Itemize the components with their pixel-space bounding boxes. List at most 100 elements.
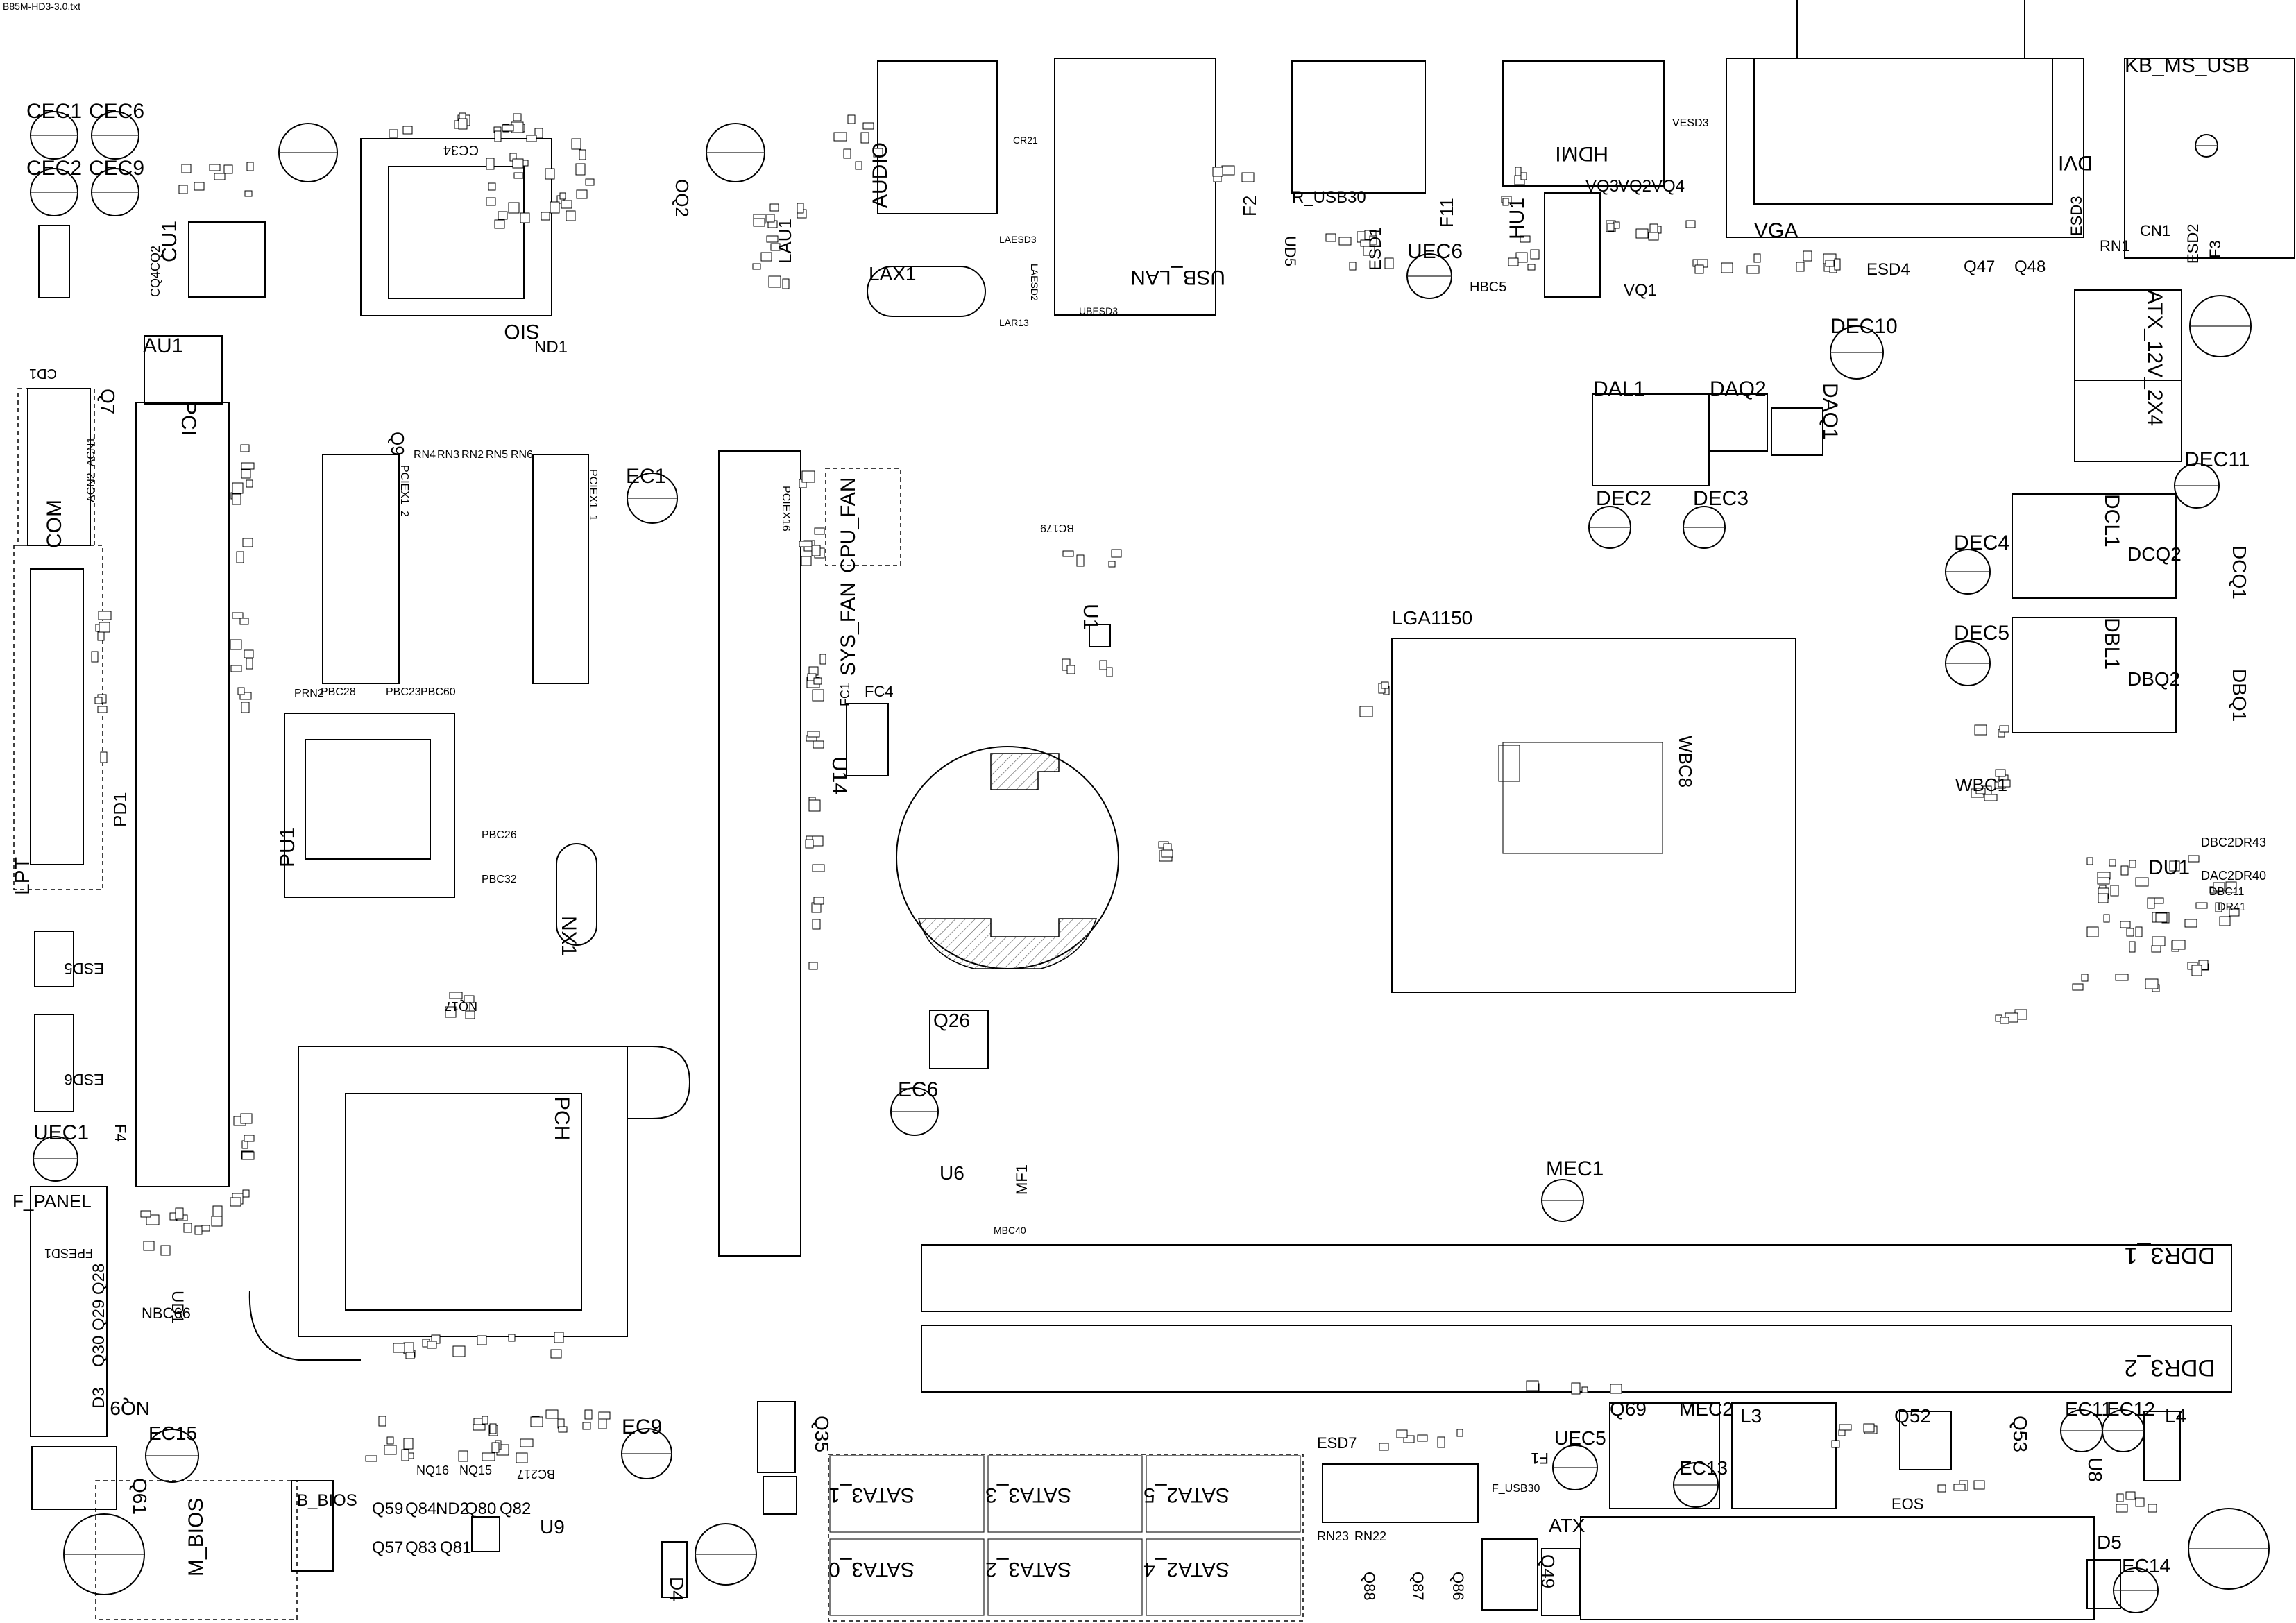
smd-pad	[244, 190, 253, 197]
smd-pad	[384, 1445, 397, 1455]
component-label: RN22	[1354, 1529, 1386, 1543]
component-label: COM	[43, 500, 66, 548]
smd-pad	[1502, 198, 1509, 206]
smd-pad	[482, 1452, 495, 1461]
component-label: DEC5	[1954, 622, 2009, 645]
smd-pad	[558, 1426, 568, 1433]
component-label: VQ1	[1624, 281, 1657, 300]
smd-pad	[494, 130, 502, 142]
smd-pad	[1403, 1435, 1415, 1443]
component-label: SYS_FAN	[837, 582, 860, 676]
smd-pad	[486, 197, 496, 206]
smd-pad	[2225, 881, 2237, 893]
smd-pad	[201, 1225, 210, 1232]
component-label: FC4	[865, 683, 894, 700]
smd-pad	[239, 618, 249, 625]
smd-pad	[178, 185, 188, 194]
component-label: Q82	[500, 1499, 531, 1518]
smd-pad	[1349, 262, 1357, 271]
component-label: ACN2_ACN1	[85, 437, 97, 502]
smd-pad	[2147, 897, 2155, 909]
smd-pad	[473, 1424, 486, 1431]
smd-pad	[97, 706, 108, 713]
component-label: ESD4	[1866, 260, 1910, 279]
component-label: MEC1	[1546, 1157, 1604, 1180]
smd-pad	[458, 1450, 468, 1462]
smd-pad	[808, 962, 818, 970]
component-label: L4	[2165, 1405, 2186, 1427]
component-label: FC1	[838, 683, 852, 706]
component-label: DBC2DR43	[2201, 835, 2266, 849]
smd-pad	[212, 1205, 223, 1218]
smd-pad	[183, 1223, 192, 1233]
component-label: LAR13	[999, 317, 1029, 328]
component-label: CR21	[1013, 135, 1038, 146]
smd-pad	[1520, 172, 1527, 180]
smd-pad	[2215, 902, 2222, 912]
smd-pad	[140, 1210, 151, 1218]
component-label: CU1	[158, 221, 181, 262]
component-label: D3	[90, 1387, 108, 1409]
smd-pad	[811, 545, 821, 556]
component-label: RN4	[414, 449, 436, 461]
smd-pad	[801, 470, 815, 483]
component-label: F1	[1531, 1450, 1549, 1467]
smd-pad	[1520, 235, 1531, 243]
component-label: SIO	[504, 320, 540, 343]
smd-pad	[246, 658, 253, 670]
smd-pad	[1437, 1436, 1445, 1448]
component-label: R_USB30	[1292, 188, 1366, 207]
component-label: AUDIO	[869, 142, 892, 208]
smd-pad	[598, 1418, 607, 1429]
component-label: BC217	[517, 1467, 555, 1481]
smd-pad	[2195, 902, 2208, 909]
component-label: SATA3_3	[985, 1484, 1071, 1506]
smd-pad	[365, 1455, 377, 1462]
smd-pad	[241, 1151, 255, 1160]
component-label: VQ4	[1651, 177, 1685, 196]
smd-pad	[545, 168, 555, 180]
component-label: DEC2	[1596, 487, 1651, 510]
smd-pad	[452, 1345, 466, 1357]
component-label: U8	[2084, 1457, 2106, 1482]
smd-pad	[843, 148, 851, 159]
component-label: MEC2	[1679, 1398, 1733, 1420]
component-label: DDR3_1	[2125, 1242, 2215, 1268]
smd-pad	[2169, 860, 2180, 872]
component-label: UEC1	[33, 1121, 89, 1144]
smd-pad	[782, 278, 790, 289]
smd-pad	[530, 1416, 543, 1427]
smd-pad	[386, 1436, 394, 1445]
component-label: DAL1	[1593, 377, 1645, 400]
component-label: UD5	[1282, 236, 1299, 266]
component-label: LPT	[11, 857, 34, 895]
smd-pad	[232, 482, 244, 494]
smd-pad	[2184, 919, 2197, 928]
smd-pad	[1066, 665, 1075, 674]
component-label: M_BIOS	[185, 1498, 207, 1577]
smd-pad	[2081, 974, 2089, 982]
component-label: DEC4	[1954, 532, 2009, 554]
component-label: Q59	[372, 1499, 403, 1518]
smd-pad	[1937, 1484, 1946, 1493]
component-label: PCIEX1_2	[398, 465, 410, 517]
smd-pad	[449, 992, 463, 999]
smd-pad	[768, 275, 781, 288]
smd-pad	[2129, 941, 2136, 953]
smd-pad	[801, 556, 812, 566]
component-label: ESD5	[65, 960, 104, 977]
smd-pad	[2125, 1491, 2136, 1500]
smd-pad	[512, 158, 524, 169]
component-label: F2	[1239, 196, 1260, 216]
smd-pad	[2120, 921, 2131, 928]
smd-pad	[847, 114, 856, 124]
smd-pad	[2188, 855, 2200, 863]
component-label: DR41	[2218, 901, 2246, 913]
smd-pad	[812, 864, 825, 872]
component-label: RN5	[486, 449, 508, 461]
smd-pad	[2229, 908, 2240, 917]
component-label: B_BIOS	[297, 1491, 357, 1510]
smd-pad	[246, 162, 254, 171]
component-label: CD1	[29, 366, 57, 381]
file-label: B85M-HD3-3.0.txt	[3, 1, 80, 12]
